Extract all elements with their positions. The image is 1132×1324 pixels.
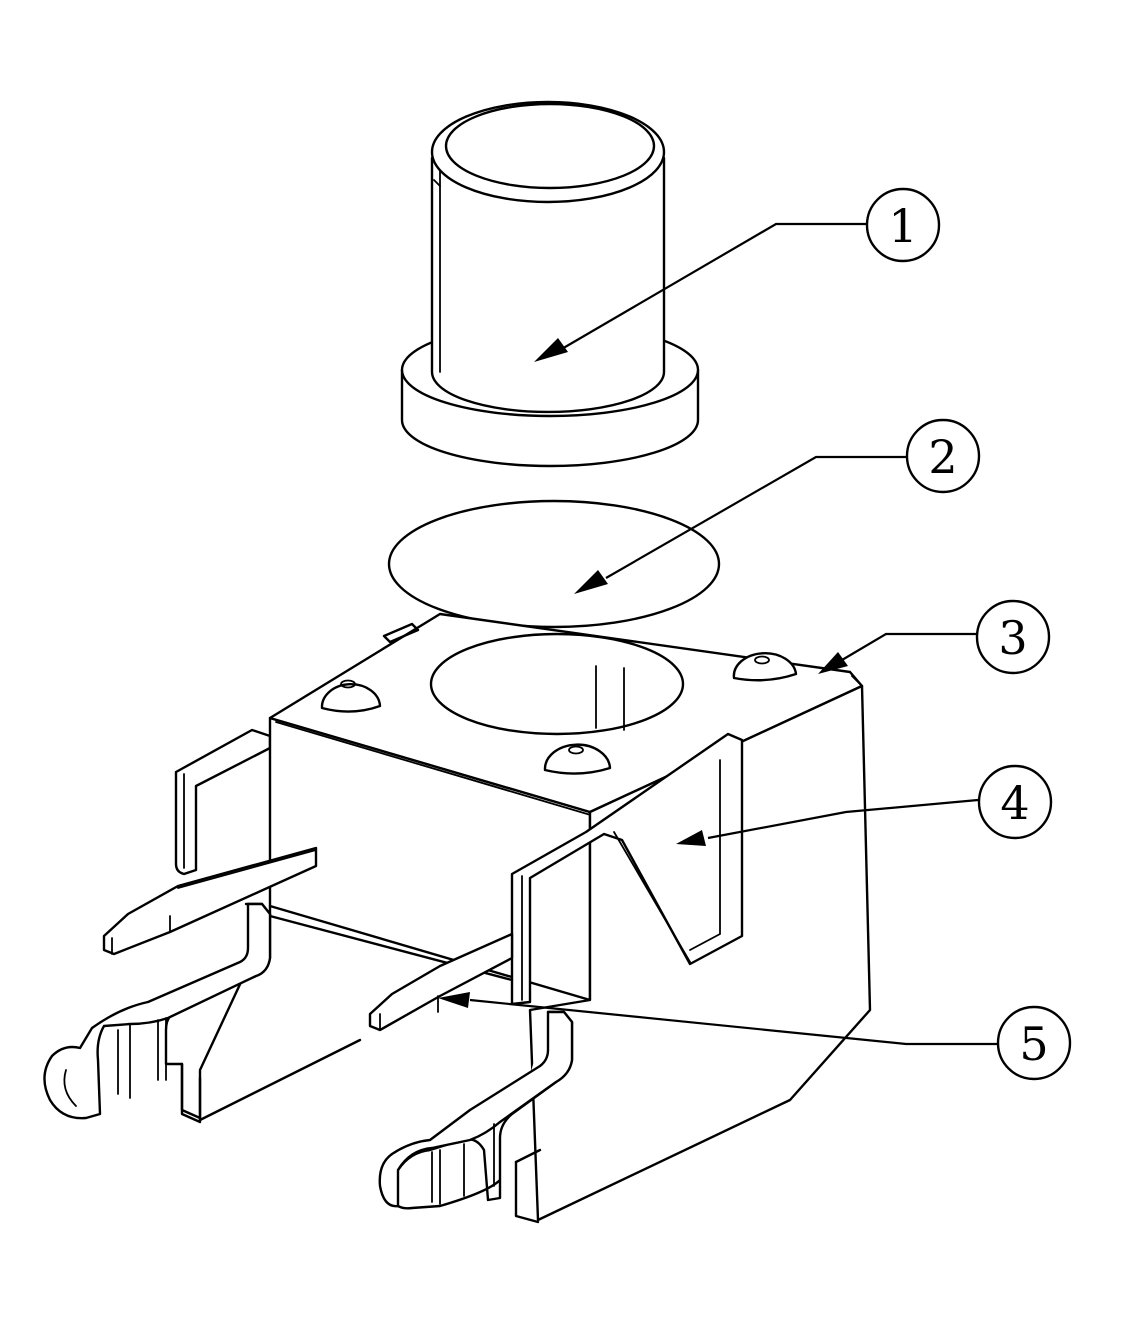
cap-top-inner [444, 102, 656, 190]
callout-5-number: 5 [1019, 1017, 1048, 1071]
callout-5: 5 [996, 1005, 1072, 1081]
cap-body [430, 156, 666, 414]
actuator-cap [400, 100, 700, 468]
callout-2-number: 2 [928, 430, 957, 484]
leg-left [43, 902, 362, 1124]
leader-4 [707, 798, 979, 840]
cap-top [430, 100, 666, 204]
bracket-left-tab [174, 728, 272, 876]
leader-5 [469, 998, 998, 1046]
leader-1 [559, 222, 866, 351]
callout-1-number: 1 [888, 199, 917, 253]
bracket-front-plate [510, 732, 744, 1006]
terminal-left [102, 846, 318, 956]
callout-4: 4 [977, 764, 1053, 840]
housing-bumps [320, 652, 798, 775]
leg-right [378, 1010, 574, 1224]
callout-4-number: 4 [1000, 776, 1029, 830]
leader-lines [438, 222, 998, 1046]
contact-dome [387, 499, 721, 629]
callout-2: 2 [905, 418, 981, 494]
callout-3: 3 [975, 599, 1051, 675]
callout-3-number: 3 [998, 611, 1027, 665]
housing-center-hole [429, 632, 685, 736]
switch-housing [43, 612, 872, 1224]
dome-disc [387, 499, 721, 629]
leader-3 [841, 632, 976, 661]
leader-2 [605, 455, 906, 579]
terminal-right [368, 932, 514, 1032]
callout-1: 1 [865, 187, 941, 263]
